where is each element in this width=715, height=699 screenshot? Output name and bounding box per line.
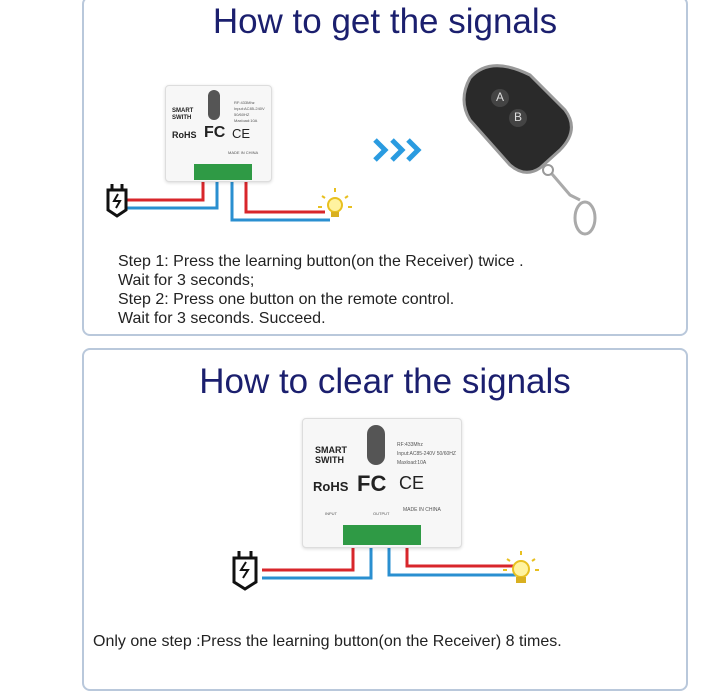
terminal-block-2: [343, 525, 421, 545]
bulb-icon: [318, 188, 352, 217]
device-brand-2: SMART SWITH: [315, 445, 347, 465]
clear-signals-title: How to clear the signals: [199, 362, 571, 401]
ce-mark: CE: [232, 126, 251, 141]
remote-control-image: [462, 64, 597, 236]
terminal-block: [194, 164, 252, 180]
input-label: INPUT: [325, 511, 337, 516]
step-1-text: Step 1: Press the learning button(on the…: [118, 253, 524, 270]
device-brand: SMART SWITH: [172, 108, 194, 121]
wires-bottom: [262, 540, 520, 580]
get-signals-title: How to get the signals: [212, 2, 558, 41]
output-label: OUTPUT: [373, 511, 390, 516]
double-chevron-right-icon: [373, 138, 422, 162]
bulb-icon-2: [503, 551, 539, 583]
made-in-china-2: MADE IN CHINA: [403, 507, 441, 513]
rohs-mark-2: RoHS: [313, 479, 349, 494]
plug-icon: [106, 184, 128, 218]
get-signals-steps: Step 1: Press the learning button(on the…: [118, 252, 524, 328]
plug-icon-2: [232, 551, 258, 591]
get-signals-panel: How to get the signals: [82, 0, 688, 336]
learning-button-2[interactable]: [367, 425, 385, 465]
learning-button[interactable]: [208, 90, 220, 120]
made-in-china: MADE IN CHINA: [228, 150, 259, 155]
clear-signals-panel: How to clear the signals: [82, 348, 688, 691]
fc-mark-2: FC: [357, 471, 387, 496]
remote-button-a: A: [496, 90, 505, 104]
step-1-wait: Wait for 3 seconds;: [118, 272, 255, 289]
ce-mark-2: CE: [399, 473, 425, 493]
fc-mark: FC: [204, 124, 226, 141]
clear-signals-step: Only one step :Press the learning button…: [93, 633, 562, 650]
step-2-text: Step 2: Press one button on the remote c…: [118, 291, 455, 308]
remote-button-b: B: [514, 110, 523, 124]
wires-top: [125, 175, 330, 222]
rohs-mark: RoHS: [172, 130, 197, 140]
step-2-wait: Wait for 3 seconds. Succeed.: [118, 310, 326, 327]
